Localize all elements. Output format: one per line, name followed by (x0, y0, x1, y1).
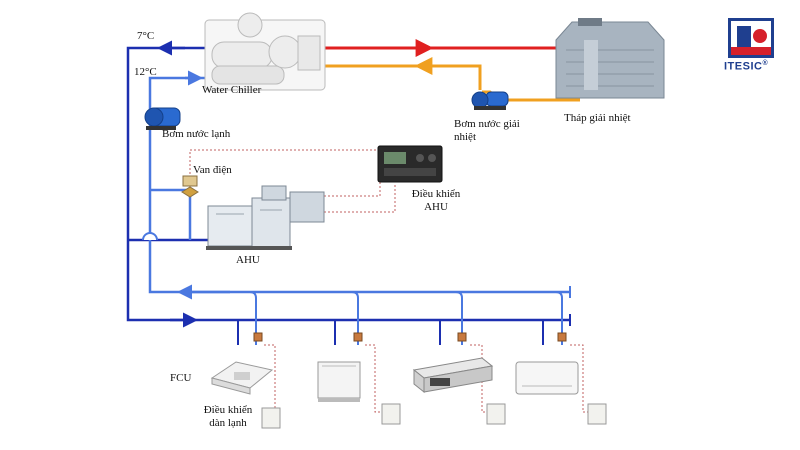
chilled-water-pump (144, 107, 181, 130)
logo-mark-icon (728, 18, 774, 58)
fcu-valves (253, 332, 567, 342)
fcu-cassette (210, 361, 274, 395)
cooling-tower (555, 18, 665, 99)
chilled-supply-line (126, 40, 570, 345)
cooling-water-pump (471, 91, 509, 110)
fcu-floor-standing (317, 361, 361, 402)
ahu-unit (206, 185, 325, 250)
itesic-logo: ITESIC® (724, 18, 778, 74)
ahu-controller-panel (377, 145, 443, 183)
logo-text: ITESIC® (724, 60, 769, 73)
motorized-valve (181, 175, 199, 198)
cooling-pump-label: Bơm nước giải nhiệt (454, 118, 520, 143)
condenser-return-line (320, 57, 580, 102)
fcu-label: FCU (170, 372, 192, 384)
cooling-tower-label: Tháp giải nhiệt (564, 112, 631, 124)
valve-label: Van điện (193, 164, 232, 176)
supply-temp-label: 7°C (137, 30, 155, 42)
fcu-ducted (412, 357, 494, 394)
return-temp-label: 12°C (134, 66, 157, 78)
water-chiller (204, 12, 326, 91)
fcu-ceiling-suspended (515, 361, 579, 395)
water-chiller-label: Water Chiller (202, 84, 262, 96)
ahu-controller-label: Điều khiển AHU (411, 188, 461, 213)
chilled-pump-label: Bơm nước lạnh (162, 128, 231, 140)
chilled-return-line (142, 70, 571, 345)
ahu-label: AHU (236, 254, 260, 266)
fcu-thermostats (261, 403, 607, 429)
fcu-controller-label: Điều khiển dàn lạnh (203, 404, 253, 429)
